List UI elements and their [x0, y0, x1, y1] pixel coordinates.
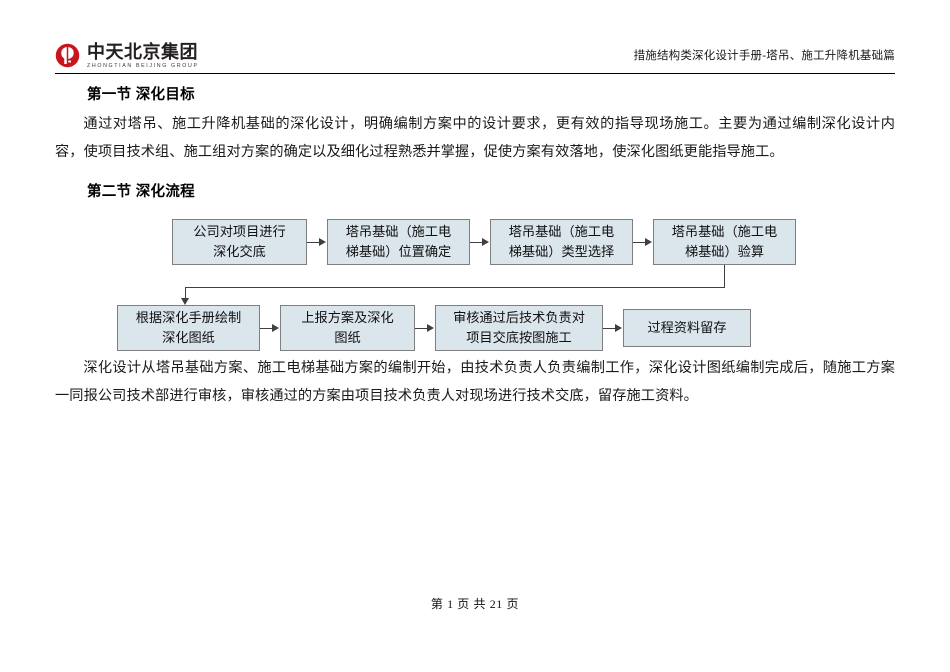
flow-node-5-line2: 深化图纸: [162, 330, 215, 345]
connector-7-8: [603, 328, 616, 329]
page-header: 中天北京集团 ZHONGTIAN BEIJING GROUP 措施结构类深化设计…: [55, 34, 895, 78]
company-logo: 中天北京集团 ZHONGTIAN BEIJING GROUP: [55, 43, 198, 69]
page-number-label: 第 1 页 共 21 页: [430, 597, 520, 611]
zhongtian-logo-icon: [55, 44, 80, 68]
flow-node-6-line1: 上报方案及深化: [301, 310, 394, 325]
connector-4-5-down: [724, 265, 725, 287]
document-content: 第一节 深化目标 通过对塔吊、施工升降机基础的深化设计，明确编制方案中的设计要求…: [55, 82, 895, 205]
flow-node-6: 上报方案及深化 图纸: [280, 305, 415, 351]
flow-node-4-line2: 梯基础）验算: [684, 244, 765, 259]
section-heading-2: 第二节 深化流程: [87, 184, 195, 200]
arrow-4-5-icon: [181, 298, 189, 305]
connector-4-5-drop: [185, 287, 186, 299]
flow-node-2-line2: 梯基础）位置确定: [345, 244, 452, 259]
flow-node-8-line1: 过程资料留存: [647, 320, 727, 335]
arrow-6-7-icon: [427, 324, 434, 332]
flow-node-7-line2: 项目交底按图施工: [466, 330, 572, 345]
logo-text: 中天北京集团 ZHONGTIAN BEIJING GROUP: [87, 43, 198, 69]
arrow-5-6-icon: [272, 324, 279, 332]
deepening-process-flowchart: 公司对项目进行 深化交底 塔吊基础（施工电 梯基础）位置确定 塔吊基础（施工电 …: [55, 213, 895, 351]
flow-node-1-line1: 公司对项目进行: [193, 224, 286, 239]
flow-node-4-line1: 塔吊基础（施工电: [671, 224, 778, 239]
section-paragraph-1: 通过对塔吊、施工升降机基础的深化设计，明确编制方案中的设计要求，更有效的指导现场…: [55, 116, 895, 160]
arrow-2-3-icon: [482, 238, 489, 246]
connector-6-7: [415, 328, 428, 329]
connector-3-4: [633, 242, 646, 243]
header-title: 措施结构类深化设计手册-塔吊、施工升降机基础篇: [633, 50, 895, 62]
flow-node-8: 过程资料留存: [623, 309, 751, 347]
connector-1-2: [307, 242, 320, 243]
section-paragraph-2: 深化设计从塔吊基础方案、施工电梯基础方案的编制开始，由技术负责人负责编制工作，深…: [55, 360, 895, 404]
flow-node-7-line1: 审核通过后技术负责对: [453, 310, 585, 325]
flow-node-2: 塔吊基础（施工电 梯基础）位置确定: [327, 219, 470, 265]
flow-node-5: 根据深化手册绘制 深化图纸: [117, 305, 260, 351]
connector-4-5-across: [185, 287, 725, 288]
flow-node-4: 塔吊基础（施工电 梯基础）验算: [653, 219, 796, 265]
flow-node-7: 审核通过后技术负责对 项目交底按图施工: [435, 305, 603, 351]
flow-node-5-line1: 根据深化手册绘制: [135, 310, 242, 325]
arrow-7-8-icon: [615, 324, 622, 332]
connector-2-3: [470, 242, 483, 243]
arrow-3-4-icon: [645, 238, 652, 246]
connector-5-6: [260, 328, 273, 329]
flow-node-3: 塔吊基础（施工电 梯基础）类型选择: [490, 219, 633, 265]
flow-node-2-line1: 塔吊基础（施工电: [345, 224, 452, 239]
flow-node-1: 公司对项目进行 深化交底: [172, 219, 307, 265]
logo-english-name: ZHONGTIAN BEIJING GROUP: [87, 62, 199, 69]
header-divider: [55, 73, 895, 74]
flow-node-3-line1: 塔吊基础（施工电: [508, 224, 615, 239]
logo-chinese-name: 中天北京集团: [87, 41, 198, 62]
section-heading-1: 第一节 深化目标: [87, 87, 195, 103]
page-footer: 第 1 页 共 21 页: [0, 595, 950, 612]
closing-paragraph-block: 深化设计从塔吊基础方案、施工电梯基础方案的编制开始，由技术负责人负责编制工作，深…: [55, 355, 895, 410]
flow-node-6-line2: 图纸: [334, 330, 361, 345]
flow-node-1-line2: 深化交底: [213, 244, 266, 259]
flow-node-3-line2: 梯基础）类型选择: [508, 244, 615, 259]
arrow-1-2-icon: [319, 238, 326, 246]
